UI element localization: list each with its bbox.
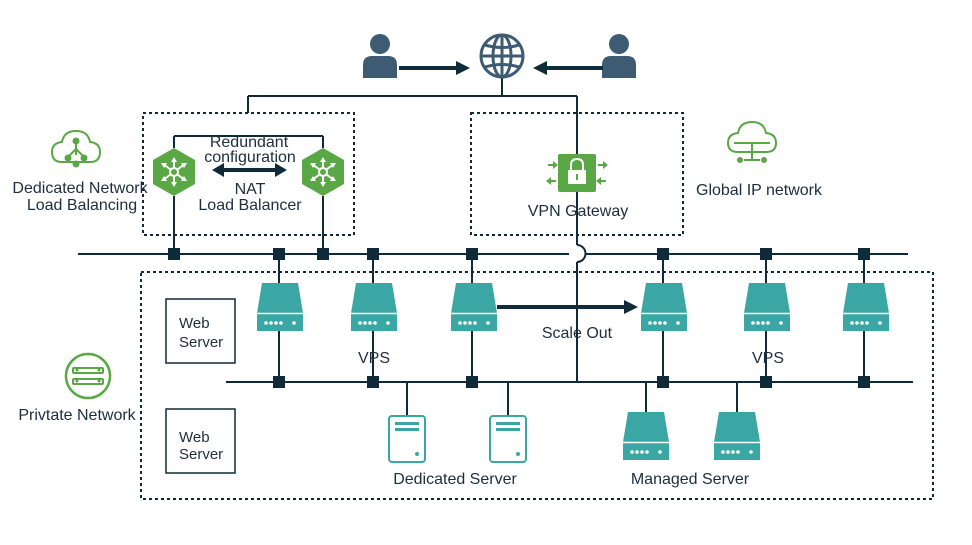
server-icon — [640, 282, 688, 332]
dedicated-lb-label-line2: Load Balancing — [27, 197, 137, 214]
scale-out-arrow — [497, 300, 638, 314]
web-server-box: Web Server — [165, 298, 236, 364]
server-icon — [489, 415, 527, 463]
server-icon — [350, 282, 398, 332]
server-icon — [256, 282, 304, 332]
server-icon — [743, 282, 791, 332]
managed-server-label: Managed Server — [631, 471, 750, 488]
cloud-network-icon — [726, 120, 778, 163]
web-server-box: Web Server — [165, 408, 236, 474]
user-to-internet-arrow — [399, 61, 470, 75]
vpn-gateway-lock-icon — [546, 154, 608, 192]
vps-label: VPS — [752, 350, 784, 367]
server-icon — [622, 411, 670, 461]
cloud-network-icon — [50, 129, 102, 168]
globe-icon — [479, 33, 525, 79]
private-network-label: Privtate Network — [18, 407, 136, 424]
load-balancer-hex-icon — [152, 147, 196, 197]
load-balancer-label: Load Balancer — [198, 197, 302, 214]
server-icon — [450, 282, 498, 332]
user-icon — [602, 34, 636, 78]
redundant-label-line1: Redundant — [210, 134, 289, 151]
scale-out-label: Scale Out — [542, 325, 613, 342]
redundant-label-line2: configuration — [204, 149, 296, 166]
web-server-label-line1: Web — [179, 429, 210, 446]
global-ip-network-label: Global IP network — [696, 182, 823, 199]
redundant-arrow — [212, 163, 287, 177]
private-network-icon — [64, 352, 112, 400]
vpn-gateway-label: VPN Gateway — [528, 203, 628, 220]
server-icon — [713, 411, 761, 461]
load-balancer-group-box — [142, 112, 355, 236]
load-balancer-hex-icon — [301, 147, 345, 197]
private-network-group-box — [140, 271, 934, 500]
server-icon — [388, 415, 426, 463]
web-server-label-line2: Server — [179, 446, 223, 463]
connection-lines — [78, 70, 913, 418]
dedicated-lb-label-line1: Dedicated Network — [12, 180, 148, 197]
dedicated-server-label: Dedicated Server — [393, 471, 517, 488]
vps-label: VPS — [358, 350, 390, 367]
user-to-internet-arrow — [533, 61, 603, 75]
nat-label: NAT — [235, 181, 266, 198]
web-server-label-line2: Server — [179, 334, 223, 351]
server-icon — [842, 282, 890, 332]
web-server-label-line1: Web — [179, 315, 210, 332]
user-icon — [363, 34, 397, 78]
vpn-gateway-group-box — [470, 112, 684, 236]
